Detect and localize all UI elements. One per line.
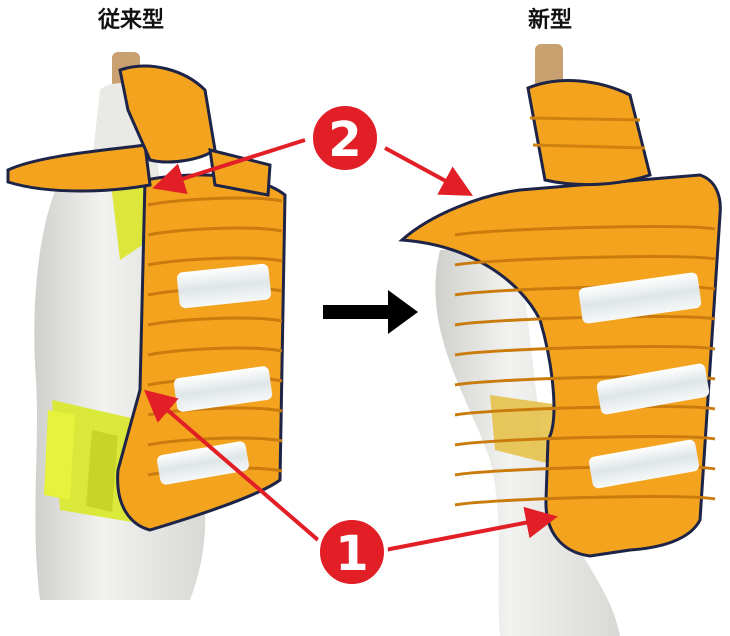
new-tube-seam <box>454 405 716 417</box>
old-tube-seam <box>147 196 283 207</box>
old-tube-seam <box>147 256 283 267</box>
callout-badge-2: 2 <box>309 102 381 174</box>
new-vest-group <box>398 44 722 636</box>
old-reflective-strip-2 <box>173 366 273 412</box>
old-reflective-strip-1 <box>176 263 272 309</box>
new-tube-seam <box>454 345 716 357</box>
new-tube-seam <box>454 255 716 267</box>
new-tube-seam <box>454 495 716 507</box>
new-tube-seam <box>454 435 716 447</box>
new-body-panel <box>398 173 722 558</box>
callout-badge-1: 1 <box>316 516 388 588</box>
old-shoulder-flap <box>6 64 272 197</box>
callout-number-1: 1 <box>335 526 368 582</box>
old-reflective-strip-3 <box>157 441 249 485</box>
old-tube-seam <box>147 346 283 357</box>
old-tube-seam <box>147 226 283 237</box>
label-old-type: 従来型 <box>98 8 165 33</box>
new-reflective-strip-3 <box>588 439 700 489</box>
old-body-panel <box>116 173 287 532</box>
callout-number-2: 2 <box>328 112 361 168</box>
label-new-type: 新型 <box>528 8 573 33</box>
new-reflective-strip-1 <box>578 272 702 324</box>
old-tube-seam <box>147 316 283 327</box>
new-collar <box>526 79 652 187</box>
callout-arrows <box>143 138 558 552</box>
new-reflective-strip-2 <box>596 363 710 415</box>
old-tube-seam <box>147 436 283 447</box>
old-vest-group <box>6 52 287 600</box>
new-tube-seam <box>454 225 716 237</box>
transition-arrow <box>323 290 418 334</box>
